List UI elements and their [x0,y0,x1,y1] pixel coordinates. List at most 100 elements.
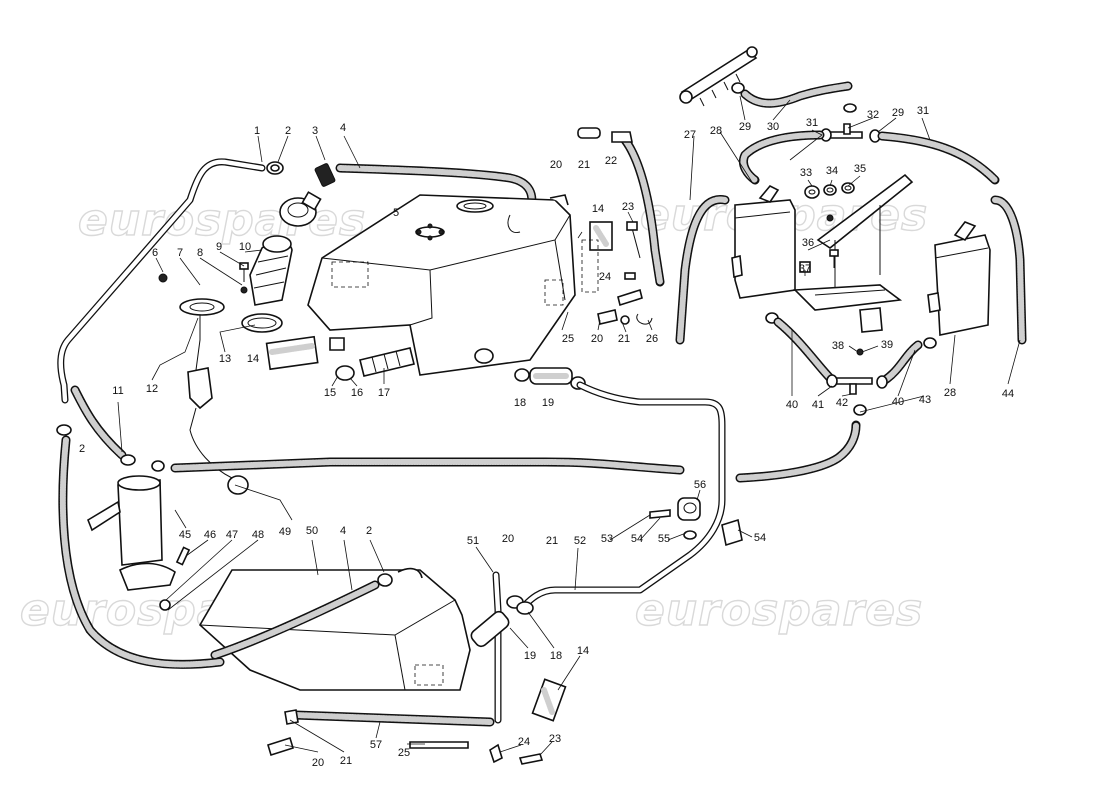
callout-54-b: 54 [754,532,766,544]
fittings-center [597,221,653,325]
callout-numbers: 1 2 3 4 5 6 7 8 9 10 11 12 13 14 15 16 1… [79,105,1014,769]
callout-44: 44 [1002,388,1014,400]
callout-29-a: 29 [739,121,751,133]
tee-connector-top [820,123,881,143]
callout-22: 22 [605,155,617,167]
callout-25-b: 25 [398,747,410,759]
callout-56: 56 [694,479,706,491]
callout-20-d: 20 [312,757,324,769]
washers-33-35 [799,182,855,273]
callout-23-a: 23 [622,201,634,213]
callout-54-a: 54 [631,533,643,545]
callout-23-b: 23 [549,733,561,745]
callout-30: 30 [767,121,779,133]
return-hose-long [735,420,861,483]
callout-24-b: 24 [518,736,530,748]
callout-3: 3 [312,125,318,137]
hose-short-left [70,385,127,460]
callout-26: 26 [646,333,658,345]
callout-2-c: 2 [366,525,372,537]
callout-31-b: 31 [917,105,929,117]
pump-screw [175,546,191,566]
callout-20-a: 20 [550,159,562,171]
fuel-tank-front [307,194,576,376]
callout-12: 12 [146,383,158,395]
callout-37: 37 [799,263,811,275]
callout-14-c: 14 [577,645,589,657]
callout-17: 17 [378,387,390,399]
fasteners-left [158,262,249,294]
callout-9: 9 [216,241,222,253]
callout-40-b: 40 [892,396,904,408]
watermark-lower-right: eurospares [635,585,923,636]
callout-34: 34 [826,165,838,177]
callout-19-b: 19 [524,650,536,662]
callout-8: 8 [197,247,203,259]
callout-57: 57 [370,739,382,751]
tank-strap [284,709,495,727]
callout-46: 46 [204,529,216,541]
callout-49: 49 [279,526,291,538]
fuel-level-sender [179,298,249,495]
callout-28-a: 28 [710,125,722,137]
canister-bracket [793,173,914,333]
callout-35: 35 [854,163,866,175]
pipe-bracket-clamp [649,497,743,547]
callout-40-a: 40 [786,399,798,411]
callout-21-c: 21 [546,535,558,547]
callout-14-a: 14 [247,353,259,365]
callout-2-b: 2 [79,443,85,455]
callout-21-a: 21 [578,159,590,171]
canister-right [927,221,991,336]
callout-39: 39 [881,339,893,351]
vent-hose-vertical [577,127,665,287]
callout-16: 16 [351,387,363,399]
callout-11: 11 [112,385,123,397]
callout-4: 4 [340,122,346,134]
callout-31-a: 31 [806,117,818,129]
fuel-rail [679,46,758,107]
callout-6: 6 [152,247,158,259]
hose-27 [675,195,730,345]
callout-4-b: 4 [340,525,346,537]
callout-52: 52 [574,535,586,547]
pipe-short-vertical [492,571,502,724]
callout-19-a: 19 [542,397,554,409]
callout-28-b: 28 [944,387,956,399]
callout-7: 7 [177,247,183,259]
coupling-hose-mid [514,367,586,390]
callout-25-a: 25 [562,333,574,345]
callout-15: 15 [324,387,336,399]
filler-neck [249,235,293,306]
callout-21-d: 21 [340,755,352,767]
callout-13: 13 [219,353,231,365]
callout-51: 51 [467,535,479,547]
hose-pump-feed [170,457,685,475]
callout-36: 36 [802,237,814,249]
fuel-pump [87,475,176,611]
foam-pad-top [265,335,319,371]
hose-tank-filler [335,163,537,215]
callout-29-b: 29 [892,107,904,119]
sender-gasket [241,313,283,333]
callout-33: 33 [800,167,812,179]
fuel-tank-rear [198,567,471,691]
callout-5: 5 [393,207,399,219]
callout-47: 47 [226,529,238,541]
callout-1: 1 [254,125,260,137]
hose-clip-top [266,161,336,187]
callout-10: 10 [239,241,251,253]
vent-hoses-upper [738,130,1000,185]
callout-53: 53 [601,533,613,545]
canister-left [731,185,796,324]
lower-vent-hoses [773,317,937,416]
drain-fittings [329,337,415,381]
foam-pad-lower [531,678,567,722]
rail-hose [731,81,857,113]
hose-44 [990,195,1027,345]
callout-18-a: 18 [514,397,526,409]
hose-left-long [58,435,225,669]
callout-48: 48 [252,529,264,541]
foam-pad-center [581,221,613,293]
